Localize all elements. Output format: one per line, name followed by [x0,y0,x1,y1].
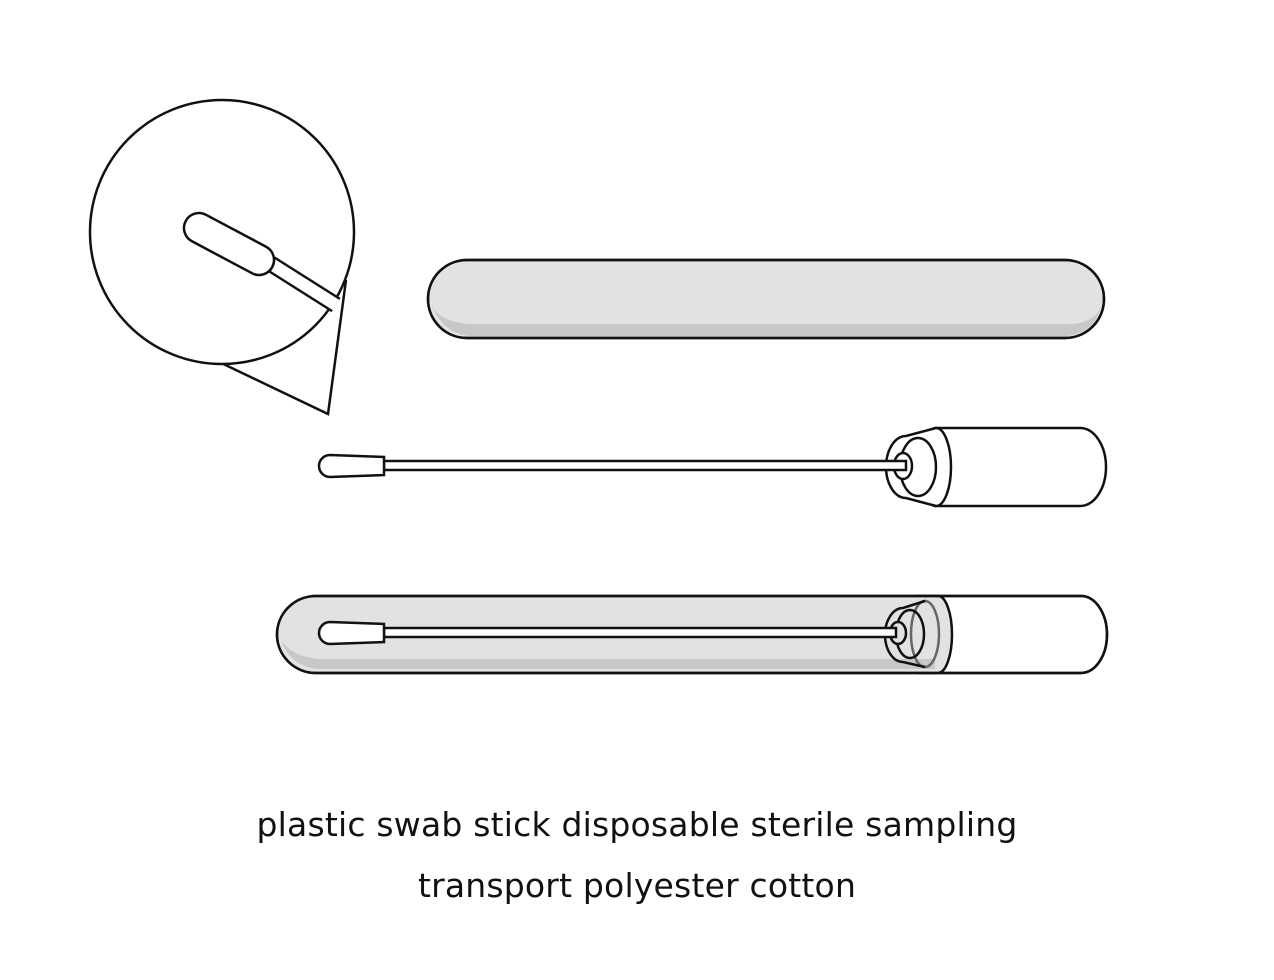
empty-tube-icon [426,258,1106,340]
swab-cotton-tip [317,453,386,479]
caption-line-1: plastic swab stick disposable sterile sa… [256,805,1018,844]
magnified-swab-tip-icon [182,211,341,313]
magnified-cotton-tip [182,211,276,277]
empty-tube-shadow [432,306,1101,336]
zoom-callout-icon [88,98,356,416]
transport-tube-icon [275,594,1109,675]
caption-line-2: transport polyester cotton [417,866,857,905]
tube-shadow [281,640,935,669]
swab-stick-icon [317,426,1108,508]
tube-swab-tip [317,620,386,646]
swab-cap-body [934,426,1108,508]
tube-swab-shaft [382,626,898,639]
swab-shaft [382,459,908,472]
